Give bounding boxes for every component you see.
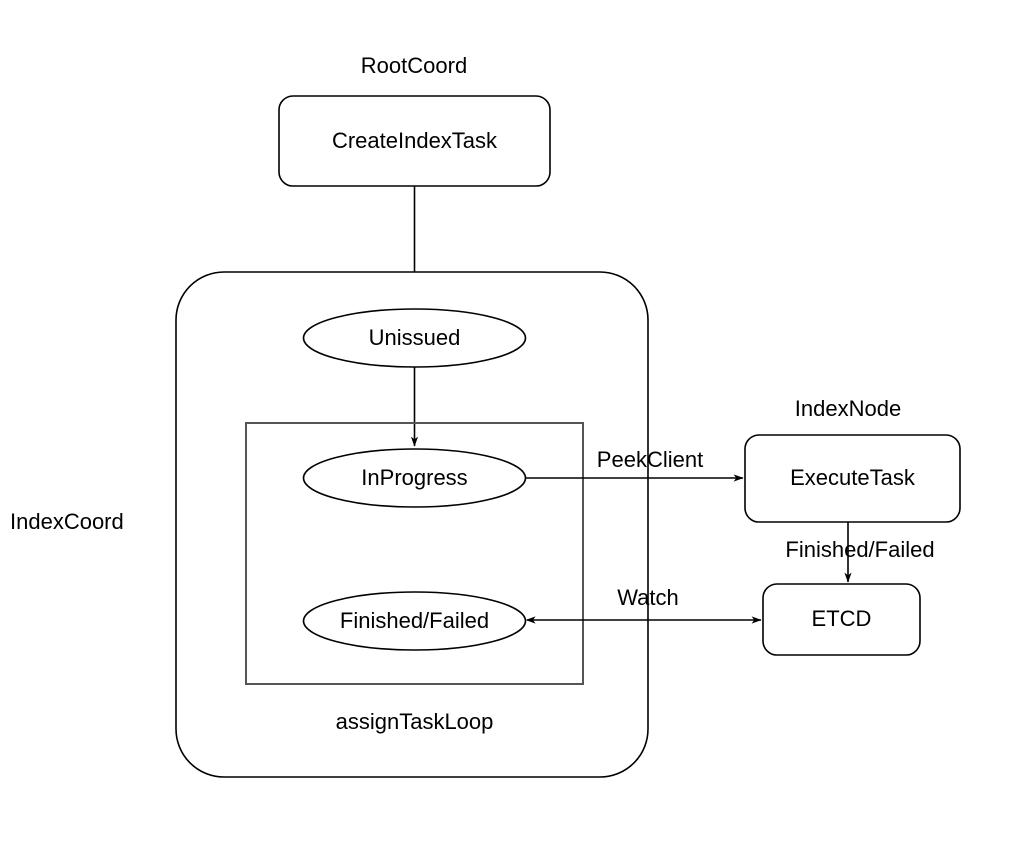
node-label-etcd: ETCD	[812, 606, 872, 631]
edge-label-watch: Watch	[617, 585, 679, 610]
node-label-in-progress: InProgress	[361, 465, 467, 490]
node-etcd[interactable]	[762, 583, 921, 656]
group-label-assigntaskloop: assignTaskLoop	[336, 709, 494, 734]
node-label-create-index-task: CreateIndexTask	[332, 128, 498, 153]
edge-label-peekclient: PeekClient	[597, 447, 703, 472]
group-container-indexcoord	[175, 271, 649, 778]
group-container-assigntaskloop	[245, 422, 584, 685]
node-label-unissued: Unissued	[369, 325, 461, 350]
group-label-indexcoord: IndexCoord	[10, 509, 124, 534]
node-finished-failed-state[interactable]	[302, 591, 527, 651]
node-label-execute-task: ExecuteTask	[790, 465, 916, 490]
edge-label-finished-failed: Finished/Failed	[785, 537, 934, 562]
group-label-indexnode: IndexNode	[795, 396, 901, 421]
group-label-rootcoord: RootCoord	[361, 53, 467, 78]
node-execute-task[interactable]	[744, 434, 961, 523]
node-label-finished-failed-state: Finished/Failed	[340, 608, 489, 633]
